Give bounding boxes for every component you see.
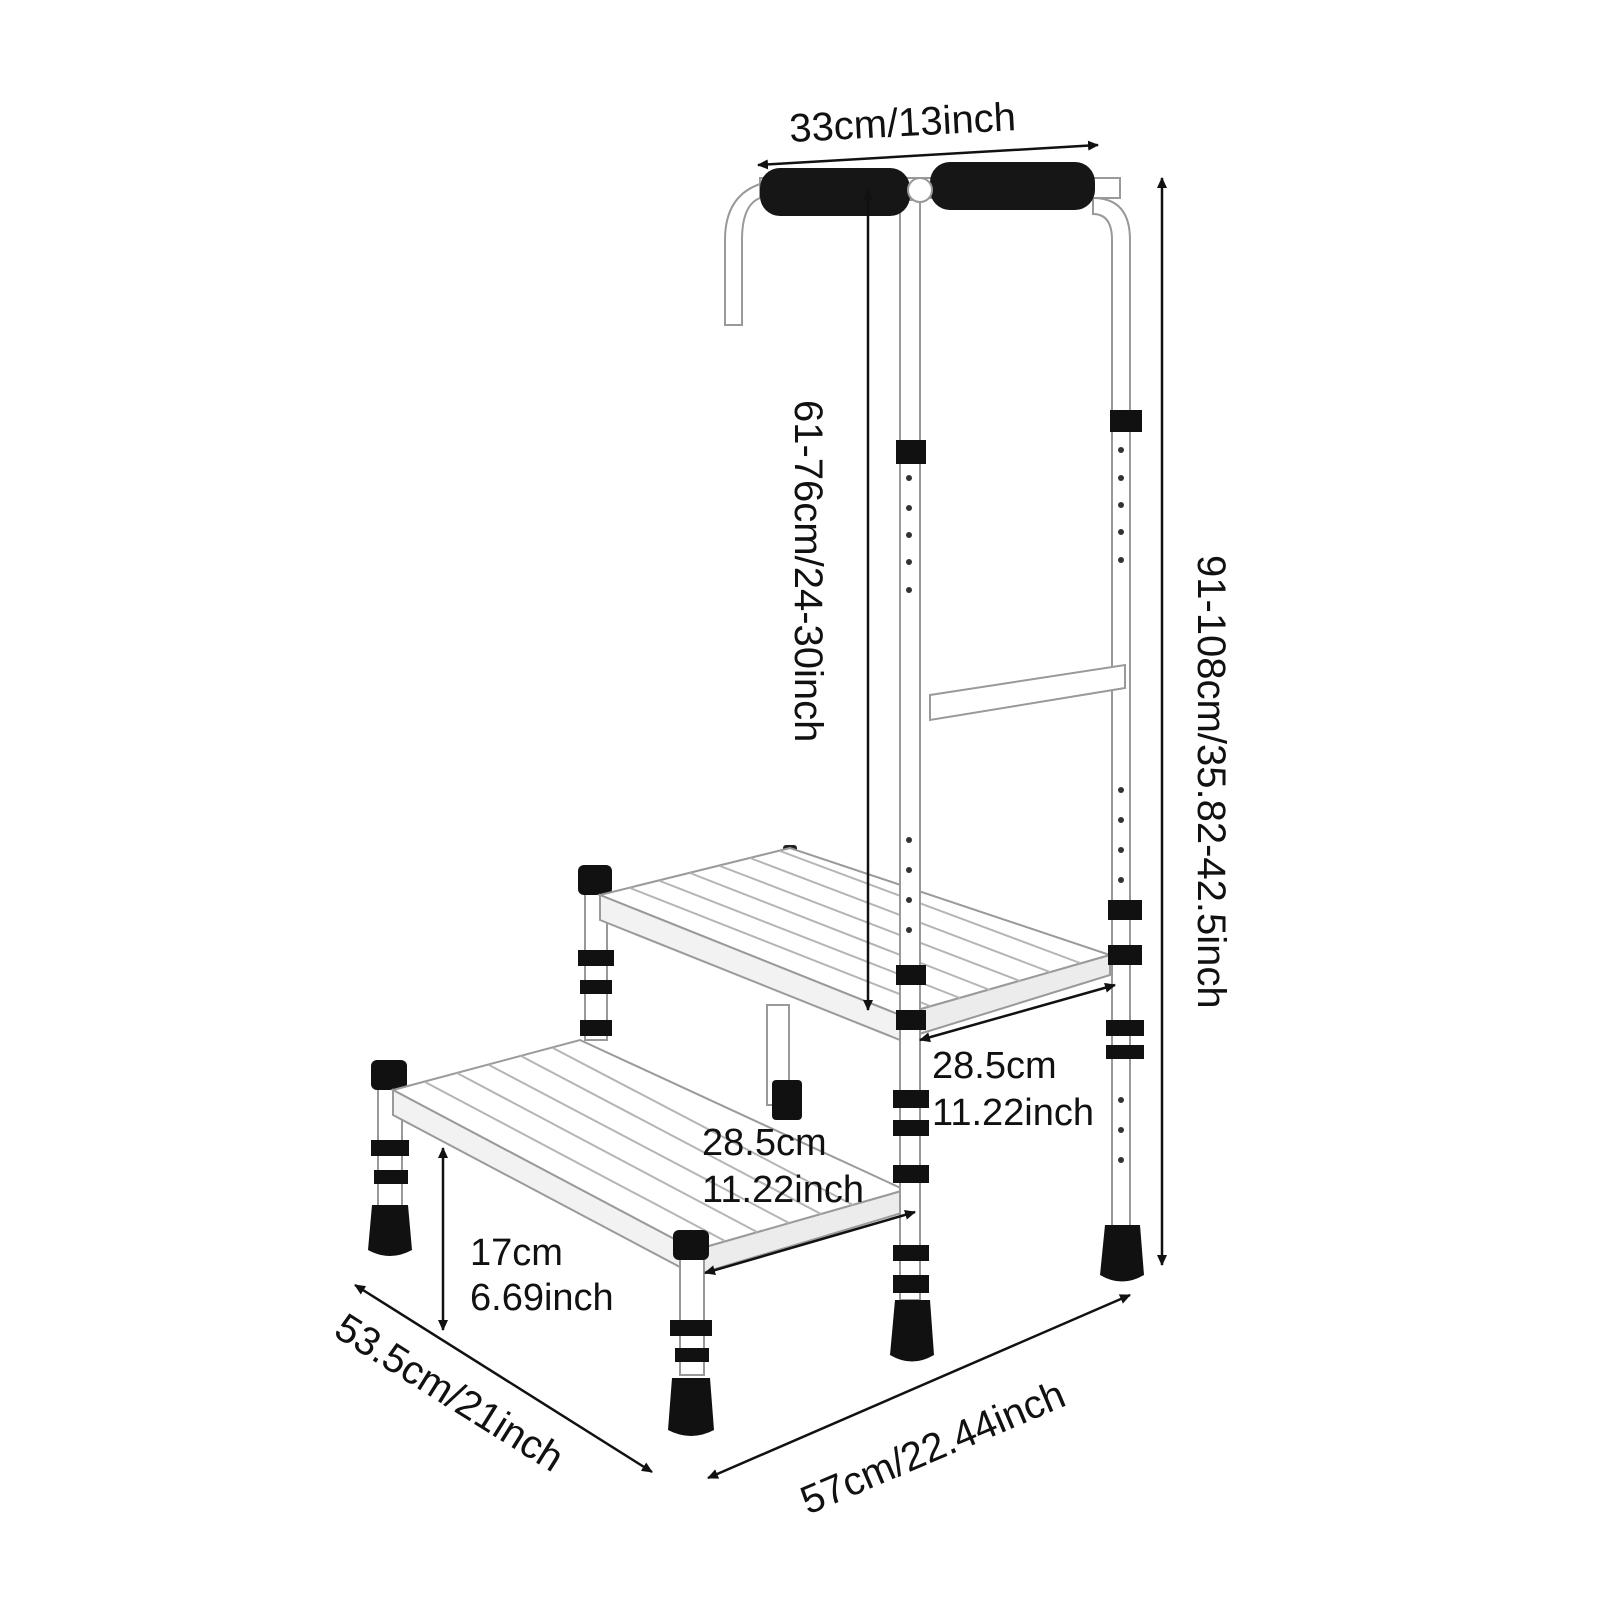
step-height-cm-label: 17cm	[470, 1232, 563, 1274]
lower-front-right-leg	[668, 1230, 714, 1436]
width-label: 57cm/22.44inch	[794, 1372, 1071, 1523]
depth-label: 53.5cm/21inch	[327, 1305, 571, 1480]
width-arrow	[707, 1293, 1131, 1480]
upper-step-platform	[596, 846, 1114, 1042]
left-foam-grip	[760, 168, 910, 216]
total-height-label: 91-108cm/35.82-42.5inch	[1189, 555, 1233, 1009]
upper-step-depth-cm-label: 28.5cm	[932, 1045, 1057, 1087]
upper-step-depth-inch-label: 11.22inch	[932, 1092, 1094, 1134]
handle-height-label: 61-76cm/24-30inch	[786, 400, 830, 742]
step-stool-illustration	[368, 162, 1144, 1436]
lower-step-depth-cm-label: 28.5cm	[702, 1122, 827, 1164]
top-handle-bar	[759, 162, 1121, 216]
step-height-inch-label: 6.69inch	[470, 1277, 614, 1319]
handrail-crossbar	[929, 663, 1126, 722]
handle-width-label: 33cm/13inch	[788, 95, 1017, 151]
dimension-arrows	[354, 140, 1167, 1480]
lower-step-depth-arrow	[704, 1209, 916, 1276]
upper-front-left-leg	[578, 865, 614, 1041]
handle-width-arrow	[757, 140, 1099, 170]
rear-right-post	[1092, 196, 1144, 1282]
right-foam-grip	[930, 162, 1095, 210]
upper-step-depth-arrow	[919, 982, 1116, 1043]
lower-step-depth-inch-label: 11.22inch	[702, 1169, 864, 1211]
depth-arrow	[354, 1283, 653, 1474]
